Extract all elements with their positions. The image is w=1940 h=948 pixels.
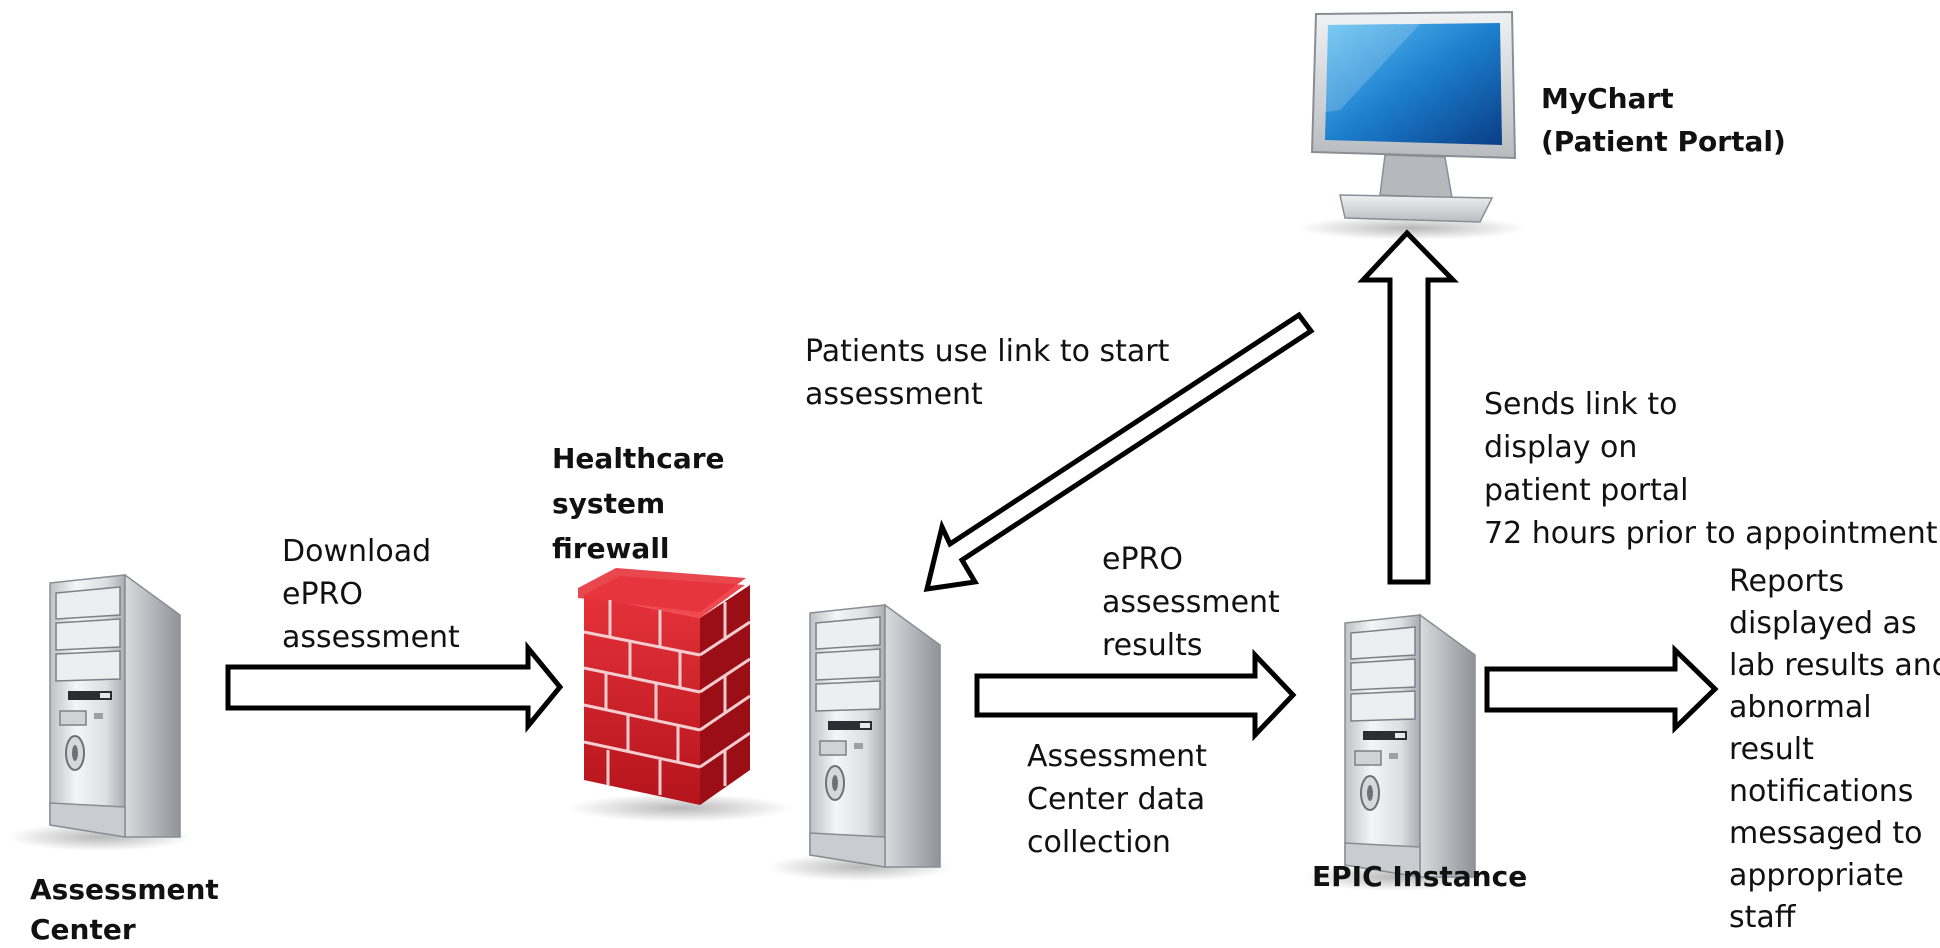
mychart-label: MyChart (Patient Portal): [1541, 82, 1786, 158]
epic-instance-label: EPIC Instance: [1312, 860, 1528, 893]
arrow-sends-link: [1357, 229, 1459, 585]
data-collection-server-icon: [767, 604, 953, 882]
arrow-download: [225, 641, 564, 733]
results-label: ePRO assessment results: [1102, 542, 1280, 663]
assessment-center-label: Assessment Center: [30, 873, 219, 946]
download-label: Download ePRO assessment: [282, 534, 460, 655]
arrow-patient-link: [923, 311, 1315, 593]
data-collection-label: Assessment Center data collection: [1027, 739, 1207, 860]
mychart-monitor-icon: [1297, 10, 1527, 240]
reports-label: Reports displayed as lab results and abn…: [1729, 564, 1940, 935]
firewall-label: Healthcare system firewall: [552, 442, 725, 565]
arrow-results: [974, 648, 1297, 742]
arrow-reports: [1484, 644, 1719, 734]
epic-server-icon: [1302, 614, 1488, 892]
sends-link-label: Sends link to display on patient portal …: [1484, 387, 1938, 551]
patient-link-label: Patients use link to start assessment: [805, 334, 1170, 412]
firewall-icon: [568, 568, 792, 822]
assessment-center-server-icon: [7, 574, 193, 852]
